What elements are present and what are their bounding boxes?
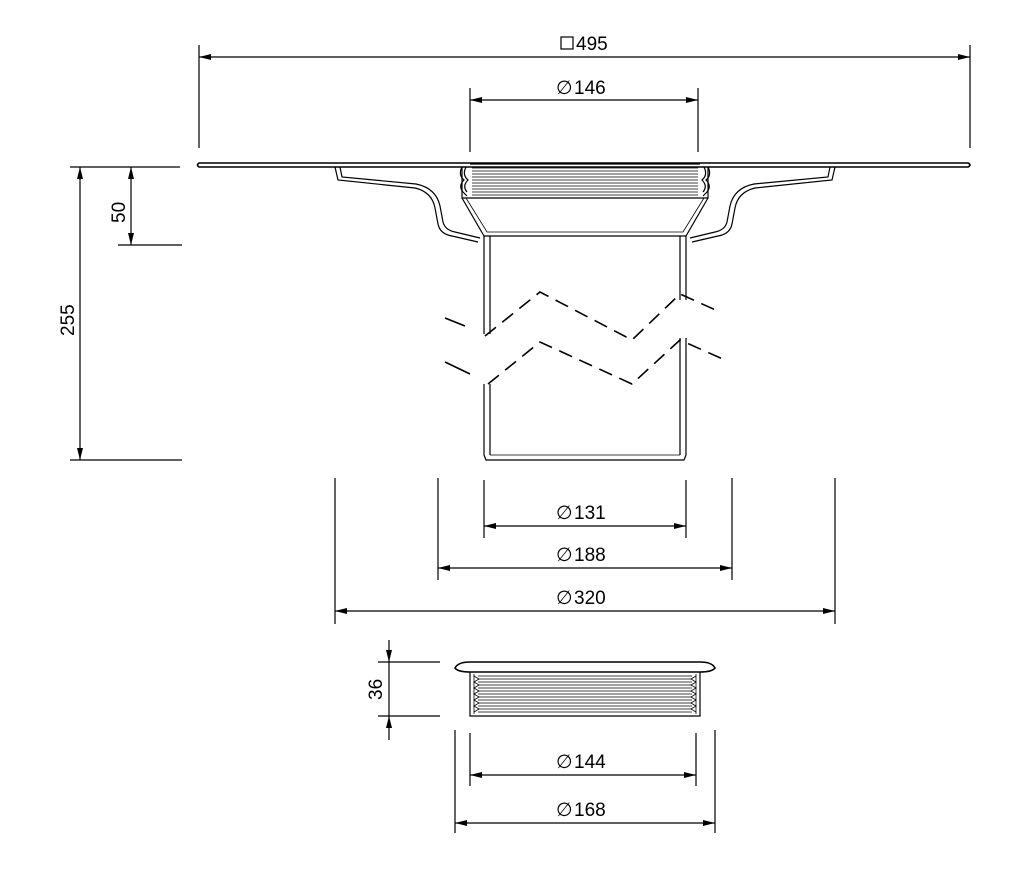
dim-pipe-diameter-label: 131	[574, 503, 606, 524]
dim-base-diameter-label: 320	[574, 588, 606, 609]
dim-flange-height-label: 50	[109, 202, 130, 223]
dim-body-diameter-label: 188	[574, 545, 606, 566]
break-lines	[444, 291, 726, 385]
left-wing	[334, 166, 479, 243]
dim-body-diameter: ∅ 188	[437, 478, 733, 580]
dim-total-height-label: 255	[58, 304, 79, 336]
pipe-lower	[483, 338, 687, 461]
dim-base-diameter: ∅ 320	[334, 478, 836, 624]
diameter-symbol: ∅	[556, 545, 573, 566]
dim-ring-height: 36	[366, 640, 440, 740]
dim-ring-outer-label: 168	[574, 800, 606, 821]
thread-ring	[454, 661, 716, 717]
dim-outlet-top-label: 146	[574, 78, 606, 99]
diameter-symbol: ∅	[556, 752, 573, 773]
diameter-symbol: ∅	[556, 800, 573, 821]
right-wing	[691, 166, 836, 243]
dim-ring-inner: ∅ 144	[469, 733, 697, 786]
diameter-symbol: ∅	[556, 503, 573, 524]
dim-top-width: 495	[198, 34, 971, 148]
funnel	[461, 197, 709, 237]
square-symbol	[560, 36, 574, 50]
socket-thread	[459, 163, 711, 199]
dim-total-height: 255	[58, 166, 182, 461]
dim-ring-height-label: 36	[366, 679, 387, 700]
dim-ring-inner-label: 144	[574, 752, 606, 773]
dim-pipe-diameter: ∅ 131	[483, 480, 687, 538]
dim-ring-outer: ∅ 168	[454, 730, 716, 833]
top-plate	[196, 162, 971, 168]
dim-outlet-top: ∅ 146	[469, 78, 699, 152]
drain-body	[196, 162, 971, 461]
dim-top-width-label: 495	[576, 34, 608, 55]
diameter-symbol: ∅	[556, 588, 573, 609]
dim-flange-height: 50	[109, 166, 182, 246]
diameter-symbol: ∅	[556, 78, 573, 99]
pipe-upper	[483, 236, 687, 334]
